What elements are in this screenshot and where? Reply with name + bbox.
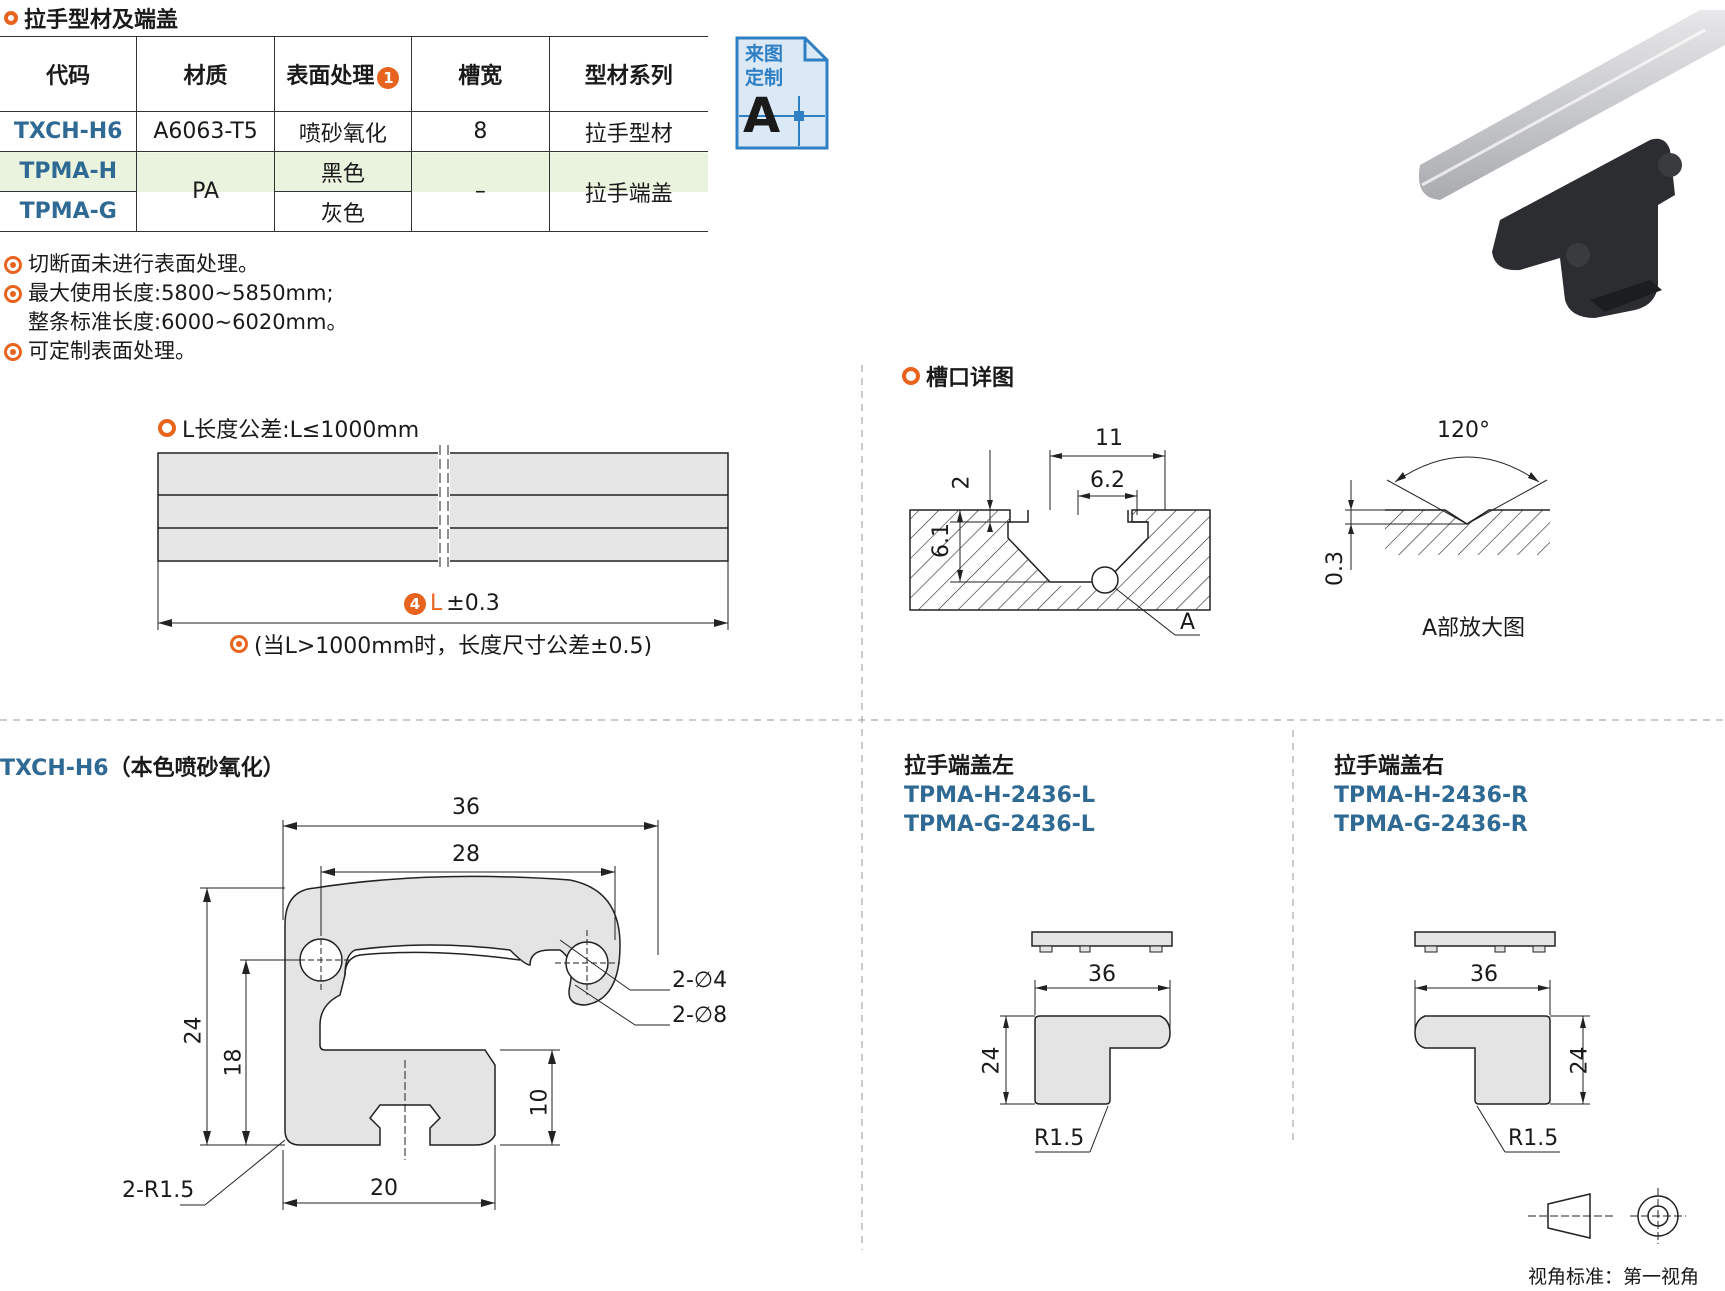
- row1-code: TXCH-H6: [0, 111, 138, 152]
- section-bullet-icon: [4, 11, 18, 25]
- enlarge-label: A部放大图: [1422, 616, 1526, 641]
- dim-24: 24: [181, 1016, 207, 1045]
- row1-series: 拉手型材: [548, 111, 708, 152]
- shared-slot: –: [411, 151, 550, 232]
- cap-right-drawing: [1414, 931, 1590, 1153]
- section-bullet-icon: [902, 367, 920, 385]
- slot-detail-title: 槽口详图: [902, 360, 1014, 392]
- header-code: 代码: [0, 36, 138, 112]
- length-drawing: [157, 445, 729, 630]
- shared-material: PA: [136, 151, 275, 232]
- dim-hole-8: 2-∅8: [672, 1003, 728, 1028]
- notes-list: 切断面未进行表面处理。 最大使用长度:5800~5850mm; 整条标准长度:6…: [4, 250, 347, 366]
- cap-right-dim-r: R1.5: [1508, 1126, 1559, 1151]
- list-item: 切断面未进行表面处理。: [4, 250, 347, 279]
- dim-0-3: 0.3: [1323, 551, 1348, 586]
- document-icon: [735, 36, 829, 150]
- cap-right-header: 拉手端盖右 TPMA-H-2436-R TPMA-G-2436-R: [1334, 754, 1529, 837]
- length-note: (当L>1000mm时，长度尺寸公差±0.5): [230, 628, 652, 660]
- footnote-badge-icon: 1: [377, 67, 400, 89]
- dim-hole-4: 2-∅4: [672, 968, 728, 993]
- dim-6-2: 6.2: [1090, 468, 1125, 493]
- projection-label: 视角标准：第一视角: [1528, 1266, 1700, 1288]
- row1-surface: 喷砂氧化: [273, 111, 413, 152]
- dim-18: 18: [221, 1048, 247, 1077]
- row1-slot: 8: [411, 111, 550, 152]
- cap-right-dim-24: 24: [1567, 1046, 1593, 1075]
- note-bullet-icon: [4, 284, 22, 303]
- cap-left-dim-36: 36: [1088, 962, 1116, 987]
- note-bullet-icon: [230, 635, 248, 653]
- first-angle-projection-icon: [1528, 1188, 1686, 1244]
- slot-section-drawing: [909, 450, 1211, 636]
- header-material: 材质: [136, 36, 275, 112]
- header-series: 型材系列: [548, 36, 708, 112]
- table-row: TXCH-H6 A6063-T5 喷砂氧化 8 拉手型材: [0, 111, 708, 152]
- cap-left-drawing: [1000, 931, 1173, 1153]
- length-tolerance-title: L长度公差:L≤1000mm: [158, 412, 419, 444]
- row3-code: TPMA-G: [0, 191, 138, 232]
- note-bullet-icon: [4, 342, 22, 361]
- row1-material: A6063-T5: [136, 111, 275, 152]
- list-item: 最大使用长度:5800~5850mm;: [4, 279, 347, 308]
- header-slot: 槽宽: [411, 36, 550, 112]
- enlarged-detail-drawing: [1345, 456, 1550, 570]
- cap-left-dim-r: R1.5: [1034, 1126, 1085, 1151]
- list-item: 可定制表面处理。: [4, 337, 347, 366]
- cap-left-header: 拉手端盖左 TPMA-H-2436-L TPMA-G-2436-L: [904, 754, 1096, 837]
- profile-drawing: [180, 820, 670, 1210]
- dim-6-1: 6.1: [929, 523, 954, 558]
- table-row: TPMA-H PA 黑色 – 拉手端盖: [0, 151, 708, 232]
- row3-surface: 灰色: [273, 191, 413, 232]
- dim-20: 20: [370, 1176, 398, 1201]
- dim-36: 36: [452, 795, 480, 820]
- table-row: TPMA-G 灰色: [0, 191, 708, 232]
- product-image: [1418, 10, 1725, 318]
- dim-10: 10: [527, 1088, 553, 1117]
- shared-series: 拉手端盖: [548, 151, 708, 232]
- cap-left-dim-24: 24: [979, 1046, 1005, 1075]
- custom-drawing-badge: 来图 定制 A: [735, 36, 829, 150]
- list-item: 整条标准长度:6000~6020mm。: [28, 310, 348, 334]
- dim-11: 11: [1095, 426, 1123, 451]
- dim-r1-5: 2-R1.5: [122, 1178, 195, 1203]
- profile-title: TXCH-H6（本色喷砂氧化）: [0, 756, 285, 781]
- dim-120-deg: 120°: [1437, 418, 1490, 443]
- row2-code: TPMA-H: [0, 151, 138, 192]
- cap-right-dim-36: 36: [1470, 962, 1498, 987]
- footnote-badge-icon: 4: [404, 592, 426, 615]
- note-bullet-icon: [4, 255, 22, 274]
- section-title: 拉手型材及端盖: [4, 2, 178, 34]
- length-label: 4 L±0.3: [404, 591, 500, 616]
- row2-surface: 黑色: [273, 151, 413, 192]
- dim-2: 2: [949, 475, 975, 490]
- section-bullet-icon: [158, 419, 176, 437]
- label-a: A: [1180, 610, 1196, 635]
- dim-28: 28: [452, 842, 480, 867]
